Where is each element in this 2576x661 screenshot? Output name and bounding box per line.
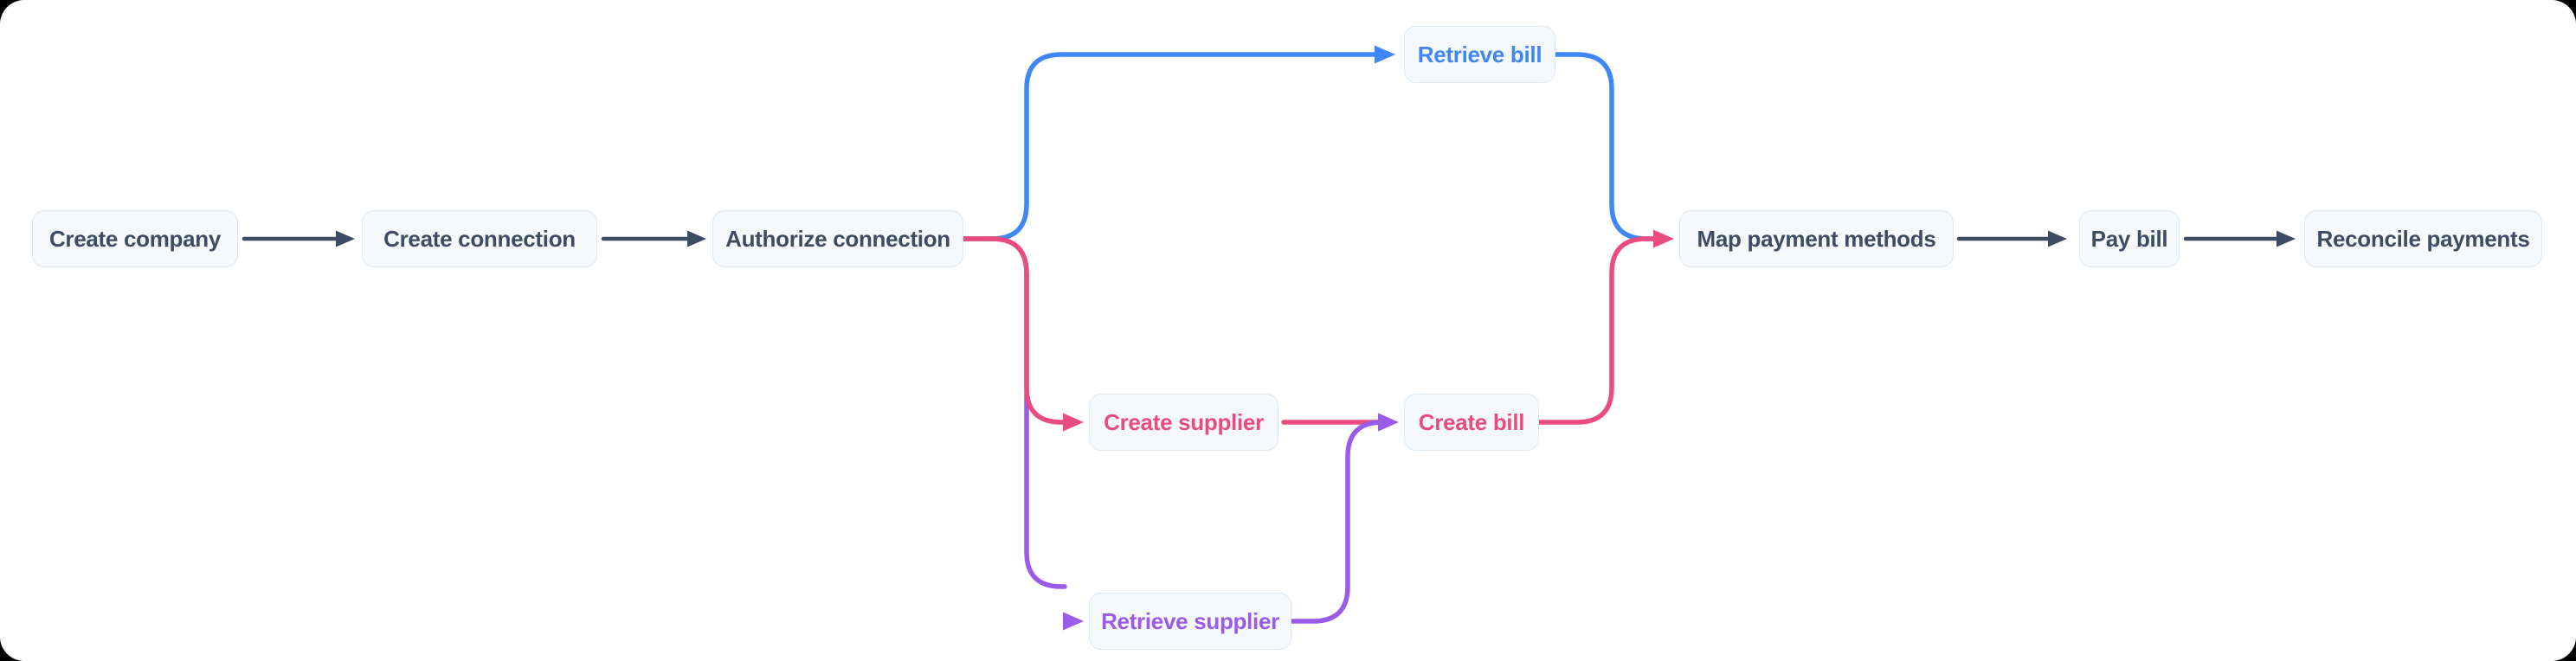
node-label: Reconcile payments (2316, 225, 2530, 252)
node-create-bill[interactable]: Create bill (1404, 394, 1539, 451)
node-label: Authorize connection (725, 225, 950, 252)
arrowhead-pay-bill (2048, 230, 2067, 247)
node-label: Create supplier (1104, 408, 1264, 435)
node-reconcile-payments[interactable]: Reconcile payments (2304, 210, 2542, 267)
edge-authorize-connection-retrieve-supplier (961, 236, 1067, 589)
node-create-company[interactable]: Create company (32, 210, 238, 267)
arrowhead-create-connection (336, 230, 355, 247)
edge-retrieve-bill-map-payment-methods (1553, 52, 1659, 241)
node-label: Create connection (383, 225, 576, 252)
node-label: Create bill (1418, 408, 1525, 435)
node-pay-bill[interactable]: Pay bill (2079, 210, 2180, 267)
node-authorize-connection[interactable]: Authorize connection (712, 210, 963, 267)
arrowhead-create-supplier (1063, 413, 1084, 432)
node-retrieve-supplier[interactable]: Retrieve supplier (1089, 593, 1291, 650)
node-map-payment-methods[interactable]: Map payment methods (1679, 210, 1954, 267)
node-label: Retrieve bill (1417, 41, 1542, 67)
node-retrieve-bill[interactable]: Retrieve bill (1404, 26, 1555, 83)
arrowhead-create-bill-purple (1378, 413, 1399, 432)
arrowhead-reconcile-payments (2277, 230, 2296, 247)
edge-authorize-connection-retrieve-bill (961, 52, 1379, 241)
arrowhead-retrieve-supplier (1063, 612, 1084, 631)
node-label: Pay bill (2090, 225, 2168, 252)
edge-retrieve-supplier-create-bill (1289, 420, 1385, 624)
node-create-supplier[interactable]: Create supplier (1089, 394, 1278, 451)
edge-authorize-connection-create-supplier (961, 236, 1067, 425)
arrowhead-map-payment-methods (1653, 229, 1674, 248)
node-label: Retrieve supplier (1101, 607, 1279, 634)
node-label: Map payment methods (1697, 225, 1936, 252)
node-create-connection[interactable]: Create connection (362, 210, 597, 267)
arrowhead-retrieve-bill (1375, 45, 1395, 64)
edge-create-bill-map-payment-methods (1536, 236, 1656, 425)
arrowhead-authorize-connection (687, 230, 706, 247)
node-label: Create company (48, 225, 222, 252)
